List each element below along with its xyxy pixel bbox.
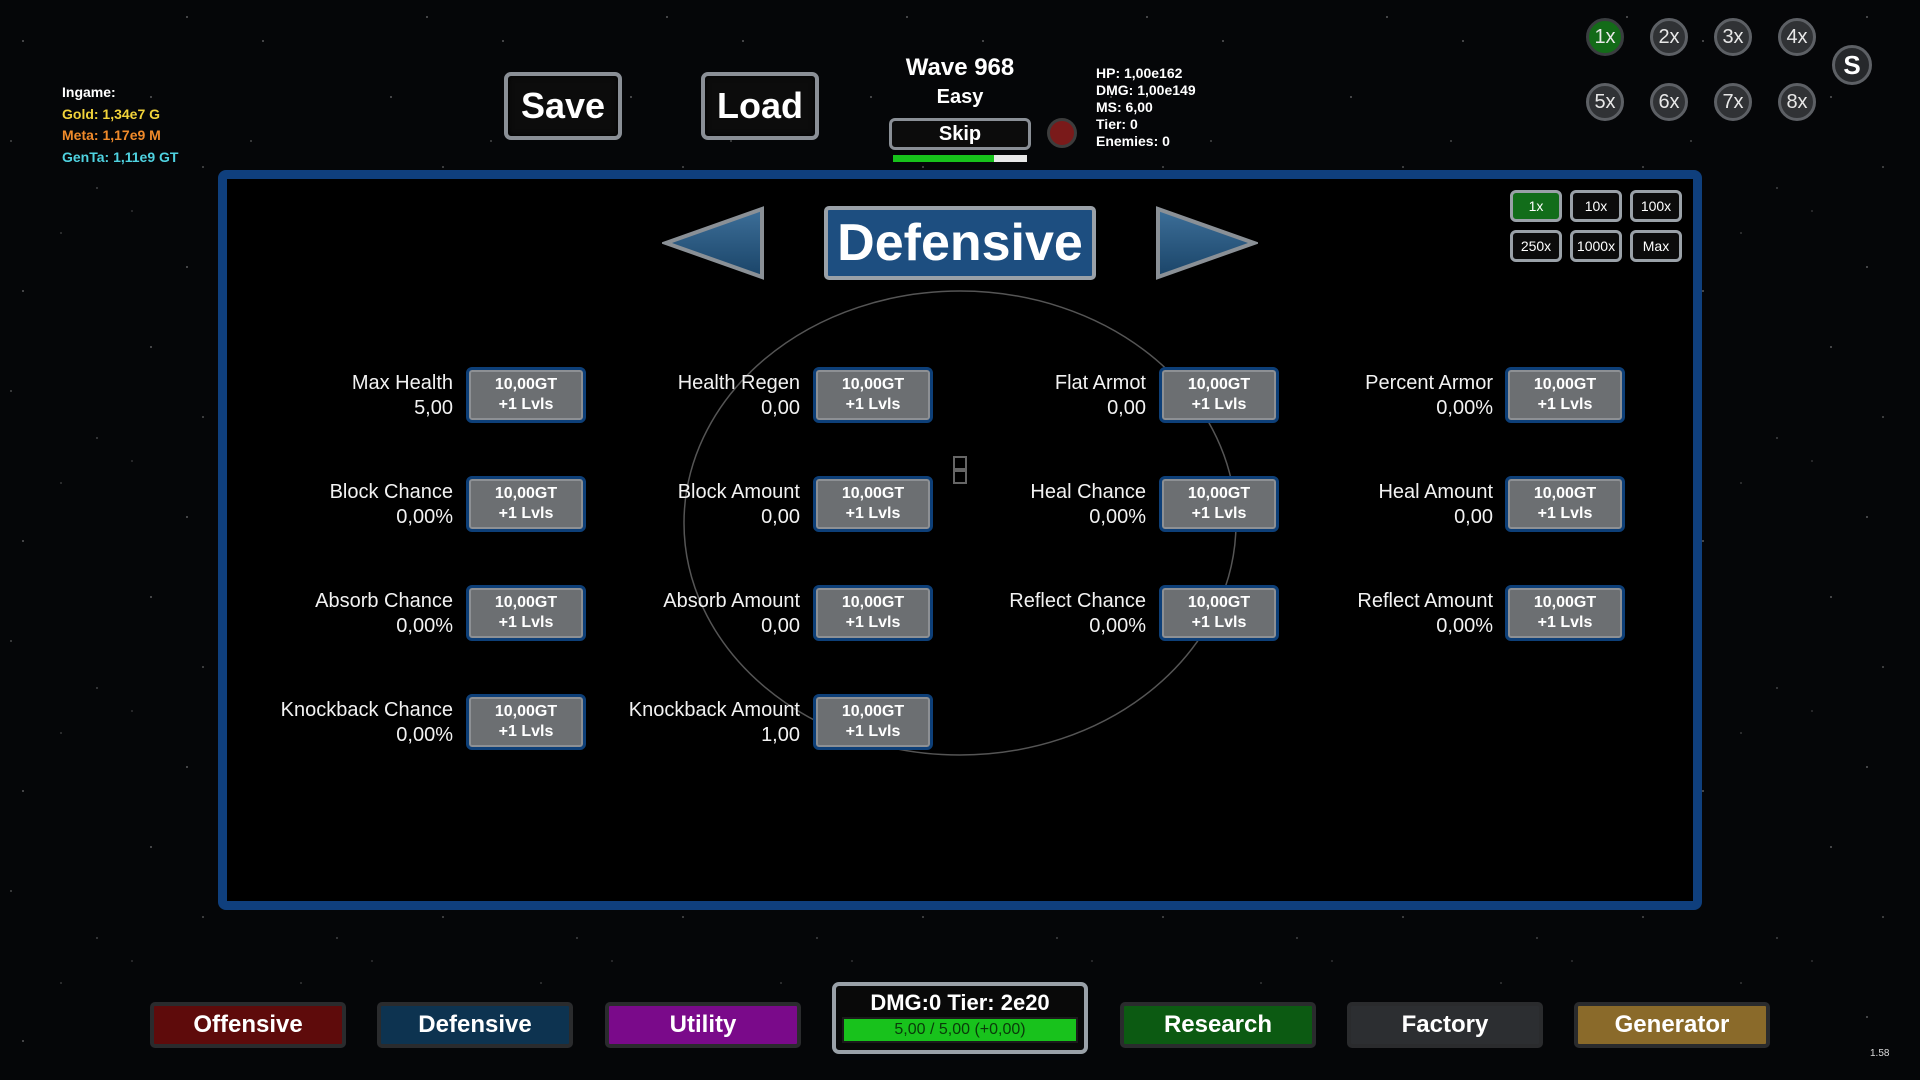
upgrade-percent-armor-button[interactable]: 10,00GT+1 Lvls xyxy=(1505,367,1625,423)
version-label: 1.58 xyxy=(1870,1048,1890,1059)
upgrade-heal-chance-button[interactable]: 10,00GT+1 Lvls xyxy=(1159,476,1279,532)
speed-6x-button[interactable]: 6x xyxy=(1650,83,1688,121)
speed-3x-button[interactable]: 3x xyxy=(1714,18,1752,56)
stat-tier: Tier: 0 xyxy=(1096,116,1138,132)
speed-1x-button[interactable]: 1x xyxy=(1586,18,1624,56)
currency-panel: Ingame: Gold: 1,34e7 G Meta: 1,17e9 M Ge… xyxy=(62,82,178,168)
stat-hp: HP: 1,00e162 xyxy=(1096,65,1183,81)
multiplier-1000x-button[interactable]: 1000x xyxy=(1570,230,1622,262)
player-stats: HP: 1,00e162 DMG: 1,00e149 MS: 6,00 Tier… xyxy=(1096,65,1196,150)
multiplier-10x-button[interactable]: 10x xyxy=(1570,190,1622,222)
upgrade-block-chance-button[interactable]: 10,00GT+1 Lvls xyxy=(466,476,586,532)
load-button[interactable]: Load xyxy=(701,72,819,140)
record-button[interactable] xyxy=(1047,118,1077,148)
health-bar-fill xyxy=(844,1019,1076,1041)
upgrade-absorb-amount-button[interactable]: 10,00GT+1 Lvls xyxy=(813,585,933,641)
genta-amount: GenTa: 1,11e9 GT xyxy=(62,148,179,165)
speed-5x-button[interactable]: 5x xyxy=(1586,83,1624,121)
upgrade-block-amount-button[interactable]: 10,00GT+1 Lvls xyxy=(813,476,933,532)
wave-number: Wave 968 xyxy=(905,54,1015,81)
speed-8x-button[interactable]: 8x xyxy=(1778,83,1816,121)
multiplier-1x-button[interactable]: 1x xyxy=(1510,190,1562,222)
nav-factory-button[interactable]: Factory xyxy=(1347,1002,1543,1048)
skip-button[interactable]: Skip xyxy=(889,118,1031,150)
meta-amount: Meta: 1,17e9 M xyxy=(62,127,161,143)
speed-4x-button[interactable]: 4x xyxy=(1778,18,1816,56)
skip-progress-bar xyxy=(893,155,1027,162)
prev-page-arrow-icon[interactable] xyxy=(662,206,764,280)
speed-2x-button[interactable]: 2x xyxy=(1650,18,1688,56)
upgrade-flat-armot-button[interactable]: 10,00GT+1 Lvls xyxy=(1159,367,1279,423)
next-page-arrow-icon[interactable] xyxy=(1156,206,1258,280)
nav-generator-button[interactable]: Generator xyxy=(1574,1002,1770,1048)
nav-research-button[interactable]: Research xyxy=(1120,1002,1316,1048)
nav-defensive-button[interactable]: Defensive xyxy=(377,1002,573,1048)
stat-ms: MS: 6,00 xyxy=(1096,99,1153,115)
upgrade-panel xyxy=(218,170,1702,910)
gold-amount: Gold: 1,34e7 G xyxy=(62,105,161,122)
health-bar xyxy=(842,1017,1078,1043)
save-button[interactable]: Save xyxy=(504,72,622,140)
upgrade-absorb-chance-button[interactable]: 10,00GT+1 Lvls xyxy=(466,585,586,641)
multiplier-250x-button[interactable]: 250x xyxy=(1510,230,1562,262)
nav-offensive-button[interactable]: Offensive xyxy=(150,1002,346,1048)
s-button[interactable]: S xyxy=(1832,45,1872,85)
skip-progress-fill xyxy=(893,155,994,162)
upgrade-knockback-amount-button[interactable]: 10,00GT+1 Lvls xyxy=(813,694,933,750)
nav-utility-button[interactable]: Utility xyxy=(605,1002,801,1048)
multiplier-100x-button[interactable]: 100x xyxy=(1630,190,1682,222)
health-bar-text: 5,00 / 5,00 (+0,00) xyxy=(894,1021,1026,1038)
upgrade-reflect-chance-button[interactable]: 10,00GT+1 Lvls xyxy=(1159,585,1279,641)
multiplier-max-button[interactable]: Max xyxy=(1630,230,1682,262)
upgrade-max-health-button[interactable]: 10,00GT+1 Lvls xyxy=(466,367,586,423)
upgrade-knockback-chance-button[interactable]: 10,00GT+1 Lvls xyxy=(466,694,586,750)
stat-dmg: DMG: 1,00e149 xyxy=(1096,82,1196,98)
dmg-tier-label: DMG:0 Tier: 2e20 xyxy=(870,990,1050,1015)
speed-7x-button[interactable]: 7x xyxy=(1714,83,1752,121)
panel-title: Defensive xyxy=(824,206,1096,280)
difficulty-label: Easy xyxy=(936,86,984,108)
upgrade-reflect-amount-button[interactable]: 10,00GT+1 Lvls xyxy=(1505,585,1625,641)
currency-label: Ingame: xyxy=(62,84,116,100)
upgrade-heal-amount-button[interactable]: 10,00GT+1 Lvls xyxy=(1505,476,1625,532)
stat-enemies: Enemies: 0 xyxy=(1096,133,1170,149)
upgrade-health-regen-button[interactable]: 10,00GT+1 Lvls xyxy=(813,367,933,423)
